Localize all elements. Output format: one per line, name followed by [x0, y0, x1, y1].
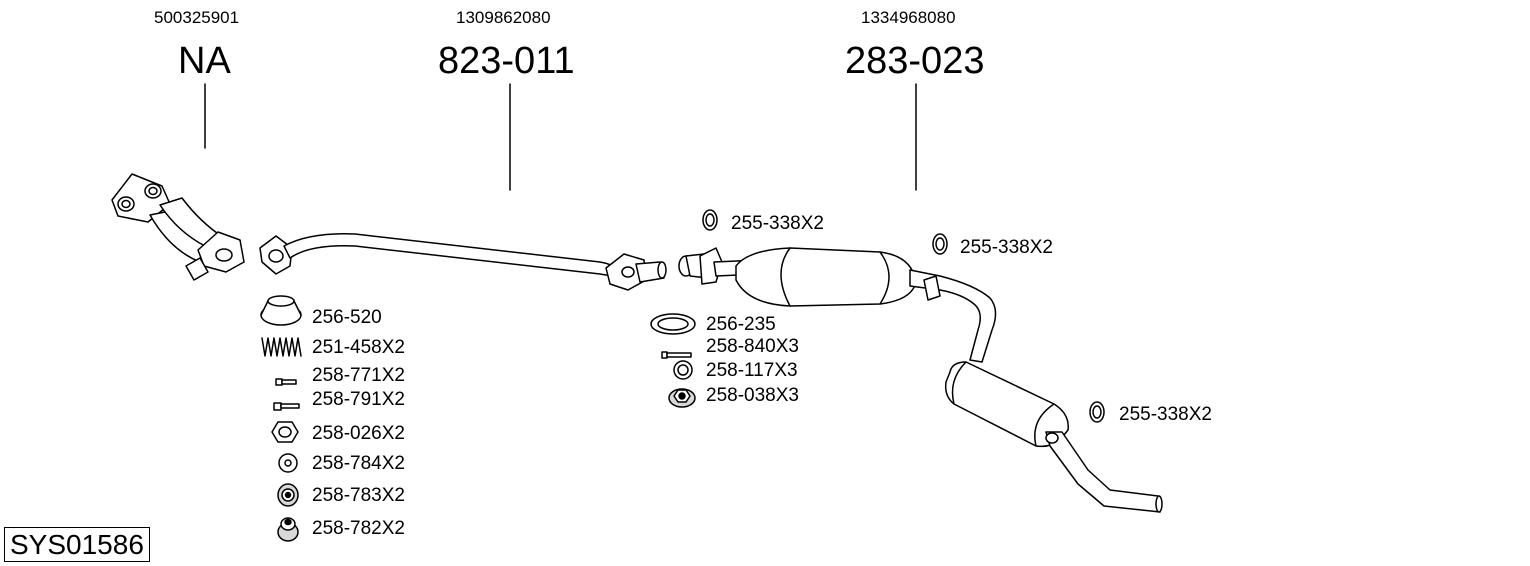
- oe-number-823-011: 1309862080: [456, 8, 551, 27]
- left-part-label[interactable]: 258-771X2: [312, 365, 405, 386]
- bolt-icon: [275, 378, 297, 386]
- left-part-label[interactable]: 256-520: [312, 307, 382, 328]
- front-downpipe[interactable]: [111, 173, 245, 281]
- bushing-icon: [277, 517, 299, 542]
- washer-icon: [673, 360, 693, 380]
- bolt-icon: [661, 351, 692, 359]
- flange-nut-icon: [668, 388, 696, 408]
- middle-part-label[interactable]: 258-117X3: [706, 360, 798, 381]
- oe-number-283-023: 1334968080: [861, 8, 956, 27]
- left-part-label[interactable]: 258-026X2: [312, 423, 405, 444]
- gasket-ring-icon: [650, 313, 696, 335]
- hanger-ring-icon: [932, 233, 948, 255]
- hanger-label[interactable]: 255-338X2: [960, 237, 1053, 258]
- left-part-label[interactable]: 258-783X2: [312, 485, 405, 506]
- hanger-label[interactable]: 255-338X2: [731, 213, 824, 234]
- middle-part-label[interactable]: 258-038X3: [706, 385, 799, 406]
- left-part-label[interactable]: 258-782X2: [312, 518, 405, 539]
- middle-part-label[interactable]: 256-235: [706, 314, 776, 335]
- front-pipe[interactable]: [259, 233, 667, 291]
- left-part-label[interactable]: 258-784X2: [312, 453, 405, 474]
- left-part-label[interactable]: 251-458X2: [312, 337, 405, 358]
- hanger-ring-icon: [1089, 401, 1105, 423]
- washer-icon: [278, 453, 298, 473]
- gasket-ring-icon: [260, 295, 302, 326]
- spring-icon: [261, 337, 302, 357]
- hanger-ring-icon: [702, 209, 718, 231]
- left-part-label[interactable]: 258-791X2: [312, 389, 405, 410]
- hanger-label[interactable]: 255-338X2: [1119, 404, 1212, 425]
- part-number-na[interactable]: NA: [178, 40, 231, 82]
- rear-silencer-section[interactable]: [678, 247, 1163, 513]
- part-number-823-011[interactable]: 823-011: [438, 40, 575, 82]
- middle-part-label[interactable]: 258-840X3: [706, 336, 799, 357]
- bolt-icon: [273, 402, 300, 411]
- oe-number-na: 500325901: [154, 8, 240, 27]
- hex-nut-icon: [271, 421, 299, 443]
- diagram-id: SYS01586: [4, 527, 150, 562]
- bushing-icon: [277, 483, 299, 507]
- part-number-283-023[interactable]: 283-023: [845, 40, 985, 82]
